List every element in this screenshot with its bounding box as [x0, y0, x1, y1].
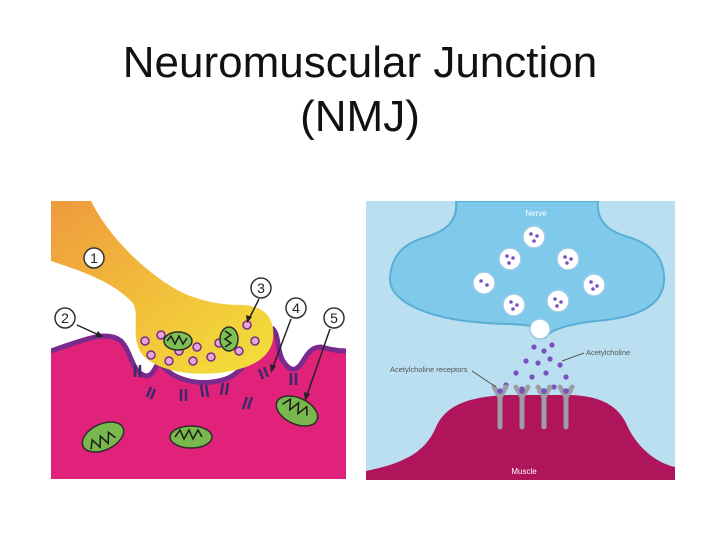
- marker-3: 3: [246, 277, 272, 323]
- muscle-label: Muscle: [511, 467, 537, 476]
- bound-acetylcholine: [497, 388, 569, 394]
- svg-text:4: 4: [292, 300, 300, 316]
- receptors-label: Acetylcholine receptors: [390, 365, 468, 374]
- nmj-cartoon-svg: 1 2 3 4 5: [51, 201, 346, 479]
- marker-5: 5: [304, 307, 345, 401]
- receptors-pointer: [471, 370, 497, 388]
- nmj-schematic-svg: Nerve Muscle Acetylcholine receptors Ace…: [366, 201, 675, 480]
- acetylcholine-pointer: [561, 352, 585, 362]
- marker-4: 4: [270, 297, 307, 373]
- synaptic-vesicles: [140, 320, 260, 366]
- acetylcholine-label: Acetylcholine: [586, 348, 630, 357]
- svg-text:5: 5: [330, 310, 338, 326]
- terminal-mitochondria: [163, 326, 239, 352]
- marker-1: 1: [83, 247, 105, 269]
- acetylcholine-receptors: [491, 384, 575, 430]
- slide-title: Neuromuscular Junction (NMJ): [0, 36, 720, 144]
- vesicle-contents: [479, 232, 599, 311]
- muscle-fiber: [366, 395, 675, 480]
- nmj-cartoon-diagram: 1 2 3 4 5: [51, 201, 346, 479]
- nerve-terminal: [51, 201, 274, 374]
- title-line-1: Neuromuscular Junction: [122, 38, 598, 87]
- acetylcholine-vesicles: [472, 225, 606, 340]
- svg-text:1: 1: [90, 250, 98, 266]
- svg-text:3: 3: [257, 280, 265, 296]
- marker-2: 2: [54, 307, 103, 337]
- svg-text:2: 2: [61, 310, 69, 326]
- nerve-label: Nerve: [525, 209, 547, 218]
- title-line-2: (NMJ): [300, 92, 420, 141]
- muscle-mitochondria: [81, 395, 319, 453]
- nmj-schematic-diagram: Nerve Muscle Acetylcholine receptors Ace…: [366, 201, 675, 480]
- receptor-channels: [133, 365, 298, 410]
